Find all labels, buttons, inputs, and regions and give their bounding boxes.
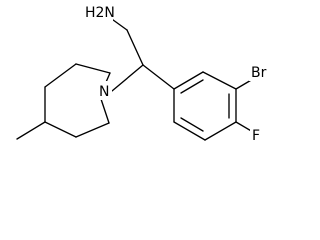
bond-piperidine-2: [75, 63, 111, 74]
nitrogen-label-background: [96, 81, 112, 100]
bond-piperidine-7: [99, 95, 110, 124]
bond-methyl: [16, 121, 46, 140]
amine-label: H2N: [85, 5, 115, 21]
bond-ch2-ch: [126, 29, 144, 66]
fluorine-label-background: [250, 126, 264, 144]
bond-ch-aryl: [142, 64, 175, 90]
amine-label-background: [84, 3, 113, 21]
bond-piperidine-5: [44, 121, 77, 138]
fluorine-label: F: [252, 128, 260, 144]
bond-aryl-2: [202, 71, 237, 90]
bond-ch-n: [111, 64, 144, 92]
bond-piperidine-6: [75, 122, 110, 138]
aromatic-inner-1: [180, 79, 204, 94]
bond-aryl-4: [204, 121, 237, 141]
structure-canvas: H2N N Br F: [16, 3, 273, 144]
bromine-label-background: [249, 63, 273, 81]
ring-nitrogen-label: N: [99, 84, 109, 100]
bond-aryl-1: [173, 71, 204, 90]
bond-piperidine-3: [44, 63, 77, 88]
bond-aryl-5: [173, 121, 206, 141]
bromine-label: Br: [251, 65, 267, 81]
molecule-diagram: H2N N Br F: [16, 3, 273, 144]
aromatic-inner-3: [180, 117, 204, 132]
